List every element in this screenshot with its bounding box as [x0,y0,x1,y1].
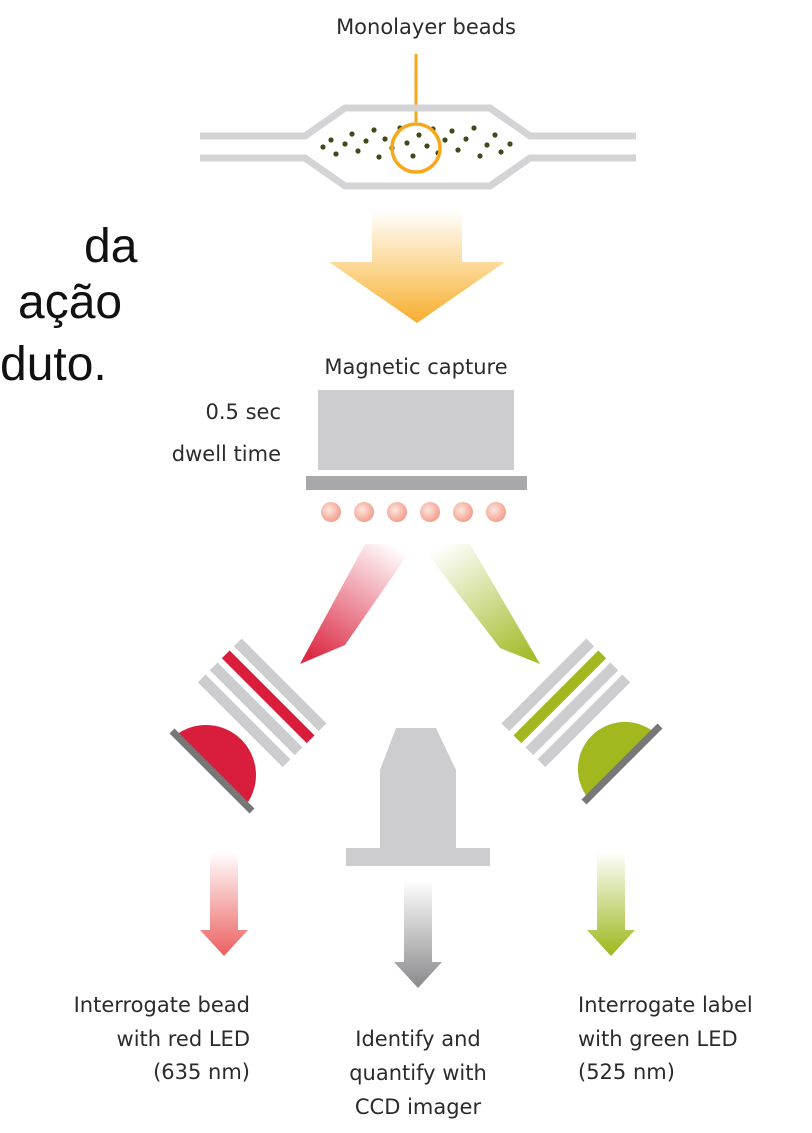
background-text-3: duto. [0,338,107,391]
red-label-2: with red LED [117,1027,250,1051]
red-down-arrow [200,852,248,956]
ccd-imager [346,728,490,866]
green-down-arrow [587,852,635,956]
background-text-1: da [84,220,138,273]
green-label-2: with green LED [578,1027,738,1051]
green-beam [420,544,540,664]
red-label-1: Interrogate bead [74,993,250,1017]
orange-arrow [329,210,505,323]
ccd-label-1: Identify and [355,1027,480,1051]
dwell-time-label-2: dwell time [172,442,281,466]
magnifier-circle [390,122,442,174]
red-beam [300,544,415,664]
magnet-block [318,390,514,470]
red-led [169,724,257,814]
green-label-1: Interrogate label [578,993,753,1017]
green-led [577,721,663,805]
monolayer-beads-label: Monolayer beads [336,15,516,39]
red-label-3: (635 nm) [153,1060,250,1084]
red-filter-stack [197,638,327,768]
ccd-label-3: CCD imager [355,1095,482,1119]
green-filter-stack [501,638,631,768]
capture-plate [306,476,527,490]
ccd-label-2: quantify with [349,1061,487,1085]
bead-cluster [320,125,513,160]
magnetic-capture-label: Magnetic capture [324,355,507,379]
dwell-time-label-1: 0.5 sec [206,400,281,424]
flow-cell [200,104,636,190]
green-label-3: (525 nm) [578,1060,675,1084]
captured-beads [321,502,506,522]
background-text-2: ação [18,276,122,329]
gray-down-arrow [394,880,442,988]
